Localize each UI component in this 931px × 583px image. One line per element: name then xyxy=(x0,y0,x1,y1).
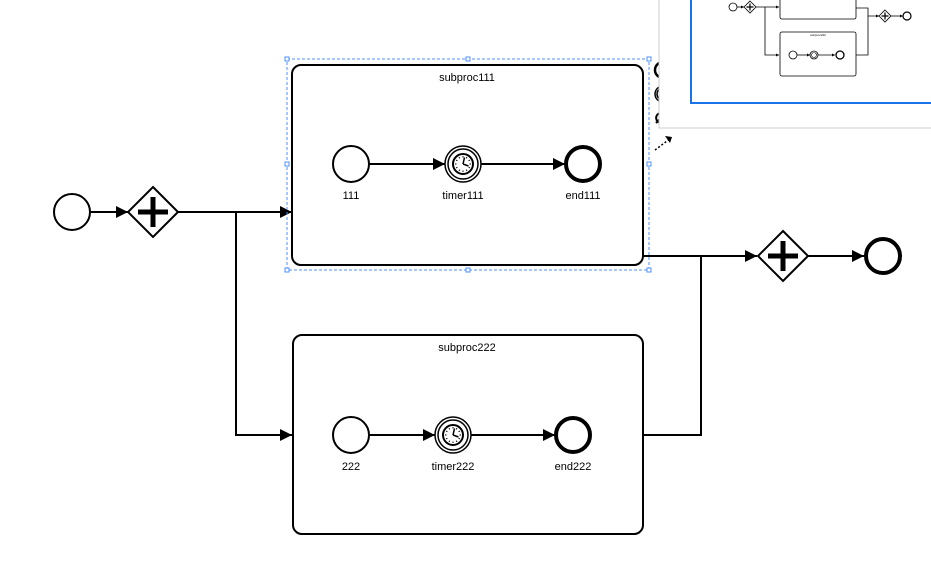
end-event-111-label: end111 xyxy=(565,190,600,202)
plus-icon xyxy=(768,241,798,271)
connect-arrow-icon[interactable] xyxy=(654,136,672,151)
end-event-222[interactable] xyxy=(554,416,592,454)
plus-icon xyxy=(138,197,168,227)
timer-event-222-label: timer222 xyxy=(432,461,475,473)
resize-handle-ne[interactable] xyxy=(646,56,652,62)
resize-handle-n[interactable] xyxy=(465,56,471,62)
timer-event-111[interactable] xyxy=(444,145,482,183)
subprocess-111[interactable]: subproc111 111 timer111 end111 xyxy=(291,64,644,266)
start-event[interactable] xyxy=(53,193,91,231)
subprocess-222-label: subproc222 xyxy=(438,342,496,354)
clock-icon xyxy=(442,424,464,446)
timer-event-111-label: timer111 xyxy=(442,190,483,202)
start-event-111[interactable] xyxy=(332,145,370,183)
minimap-diagram: subproc222 xyxy=(728,0,912,77)
subprocess-111-label: subproc111 xyxy=(439,72,495,84)
minimap-subprocess-label: subproc222 xyxy=(810,33,826,37)
parallel-gateway-fork[interactable] xyxy=(126,185,180,239)
clock-icon xyxy=(452,153,474,175)
start-event-222[interactable] xyxy=(332,416,370,454)
resize-handle-w[interactable] xyxy=(284,161,290,167)
resize-handle-sw[interactable] xyxy=(284,267,290,273)
flow-subproc222-to-join[interactable] xyxy=(643,256,702,436)
subprocess-222[interactable]: subproc222 222 timer222 end222 xyxy=(292,334,644,535)
resize-handle-se[interactable] xyxy=(646,267,652,273)
start-event-111-label: 111 xyxy=(343,190,360,202)
resize-handle-nw[interactable] xyxy=(284,56,290,62)
start-event-222-label: 222 xyxy=(342,461,360,473)
end-event[interactable] xyxy=(864,237,902,275)
minimap[interactable]: subproc222 xyxy=(658,0,931,129)
flow-fork-to-subproc222[interactable] xyxy=(235,212,292,441)
selection-outline[interactable] xyxy=(284,56,652,273)
timer-event-222[interactable] xyxy=(434,416,472,454)
end-event-111[interactable] xyxy=(564,145,602,183)
minimap-viewport[interactable] xyxy=(690,0,931,104)
resize-handle-e[interactable] xyxy=(646,161,652,167)
parallel-gateway-join[interactable] xyxy=(756,229,810,283)
end-event-222-label: end222 xyxy=(555,461,592,473)
resize-handle-s[interactable] xyxy=(465,267,471,273)
